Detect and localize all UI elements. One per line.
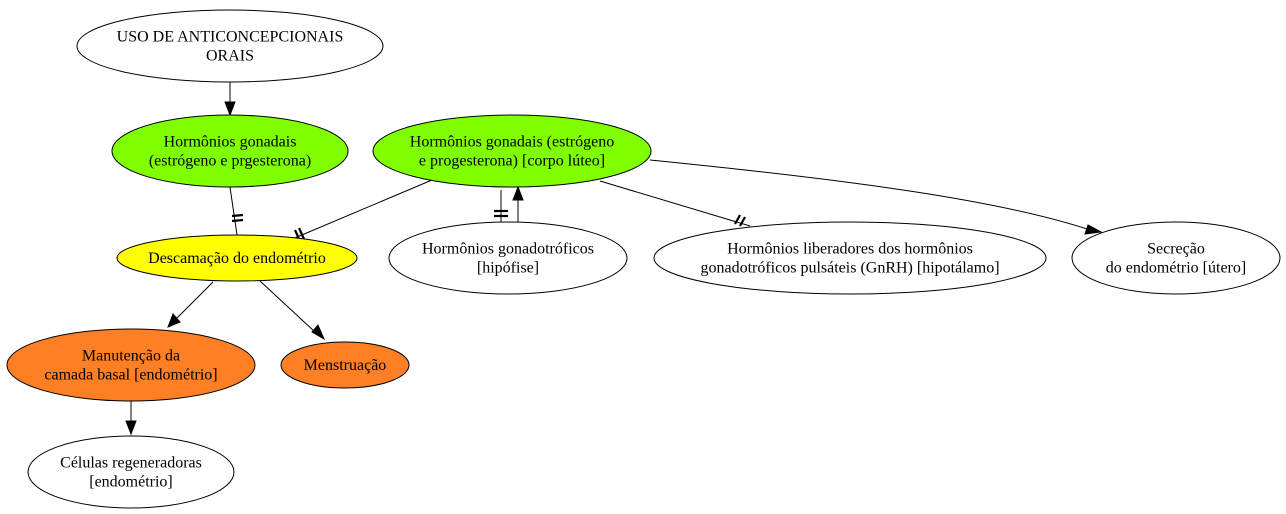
node-ellipse [27, 435, 235, 509]
edge-descamacao-to-menstruacao [259, 280, 326, 341]
node-horm-gonadais-cl: Hormônios gonadais (estrógeno e progester… [372, 114, 652, 188]
node-manutencao: Manutenção da camada basal [endométrio] [6, 328, 256, 402]
node-label-line: USO DE ANTICONCEPCIONAIS [117, 29, 344, 46]
node-label-line: Secreção [1147, 241, 1205, 258]
edge-line [176, 281, 214, 319]
edge-line [259, 280, 316, 333]
edge-horm_gonadais-to-descamacao [229, 186, 244, 236]
inhibition-tee [231, 218, 244, 223]
edge-horm_gonadais_cl-to-liberadores [599, 180, 751, 227]
node-label-line: gonadotróficos pulsáteis (GnRH) [hipotál… [700, 260, 999, 277]
node-label-line: Hormônios liberadores dos hormônios [727, 241, 973, 258]
node-uso: USO DE ANTICONCEPCIONAIS ORAIS [76, 9, 384, 83]
node-ellipse [111, 114, 349, 188]
inhibition-tee [231, 213, 244, 218]
arrowhead [167, 313, 181, 328]
edges-layer [125, 82, 1103, 436]
node-gonadotroficos: Hormônios gonadotróficos [hipófise] [388, 221, 628, 295]
edge-line [289, 179, 433, 241]
node-ellipse [116, 234, 358, 282]
node-label-line: Hormônios gonadotróficos [422, 241, 594, 258]
arrowhead [224, 101, 236, 117]
node-horm-gonadais: Hormônios gonadais (estrógeno e prgestero… [111, 114, 349, 188]
arrowhead [311, 324, 326, 341]
node-ellipse [280, 341, 410, 389]
edge-line [599, 180, 751, 227]
inhibition-tee [297, 227, 306, 240]
node-label-line: e progesterona) [corpo lúteo] [419, 153, 605, 170]
inhibition-tee [734, 214, 741, 225]
node-label-line: Hormônios gonadais (estrógeno [410, 134, 614, 151]
edge-horm_gonadais_cl-to-secrecao [649, 159, 1103, 235]
node-secrecao: Secreção do endométrio [útero] [1071, 221, 1281, 295]
node-ellipse [372, 114, 652, 188]
edge-line [649, 159, 1091, 231]
edge-line [229, 186, 238, 236]
node-label-line: Hormônios gonadais [164, 134, 297, 151]
arrowhead [1084, 224, 1103, 235]
node-label-line: camada basal [endométrio] [44, 367, 217, 384]
edge-horm_gonadais_cl-to-descamacao [289, 179, 433, 242]
node-ellipse [6, 328, 256, 402]
edge-manutencao-to-celulas [125, 401, 137, 436]
node-menstruacao: Menstruação [280, 341, 410, 389]
node-label-line: ORAIS [206, 48, 254, 65]
node-label-line: Descamação do endométrio [148, 250, 326, 267]
arrowhead [512, 185, 524, 201]
node-ellipse [653, 221, 1047, 295]
node-label-line: [hipófise] [477, 260, 539, 277]
edge-gonadotroficos-to-horm_gonadais_cl [512, 185, 524, 222]
node-label-line: do endométrio [útero] [1106, 260, 1246, 277]
inhibition-tee [739, 216, 746, 227]
edge-uso-to-horm_gonadais [224, 82, 236, 117]
node-ellipse [76, 9, 384, 83]
node-label-line: Manutenção da [82, 348, 180, 365]
edge-horm_gonadais_cl-to-gonadotroficos [494, 190, 508, 222]
node-label-line: (estrógeno e prgesterona) [149, 153, 311, 170]
node-descamacao: Descamação do endométrio [116, 234, 358, 282]
arrowhead [125, 420, 137, 436]
nodes-layer: USO DE ANTICONCEPCIONAIS ORAIS Hormônios g… [6, 9, 1281, 509]
node-celulas: Células regeneradoras [endométrio] [27, 435, 235, 509]
node-liberadores: Hormônios liberadores dos hormônios gonad… [653, 221, 1047, 295]
node-label-line: Células regeneradoras [60, 455, 202, 472]
node-ellipse [1071, 221, 1281, 295]
node-label-line: Menstruação [304, 357, 387, 374]
node-label-line: [endométrio] [89, 474, 173, 491]
node-ellipse [388, 221, 628, 295]
edge-descamacao-to-manutencao [167, 281, 214, 328]
